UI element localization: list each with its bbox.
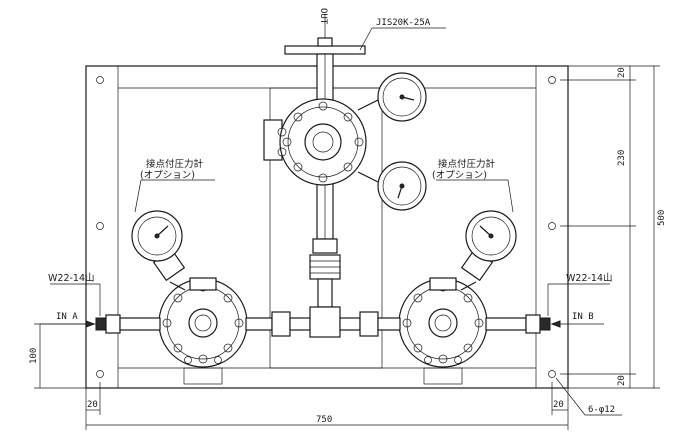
- horizontal-piping: [95, 306, 551, 338]
- mounting-hole: [96, 76, 104, 84]
- dim-hole-pitch: 230: [617, 150, 627, 166]
- central-regulator: [263, 98, 367, 186]
- right-gauge-title: 接点付圧力計: [438, 158, 496, 170]
- right-gauge-option: (オプション): [432, 170, 487, 181]
- mounting-hole: [96, 222, 104, 230]
- secondary-pressure-gauge: [357, 161, 427, 211]
- left-regulator: [158, 277, 248, 385]
- left-gauge-option: (オプション): [140, 170, 195, 181]
- dim-edge-bottom: 20: [617, 375, 627, 386]
- dim-edge-top: 20: [617, 67, 627, 78]
- left-thread-label: W22-14山: [48, 273, 95, 284]
- dim-inlet-height: 100: [29, 348, 39, 364]
- right-regulator: [398, 277, 488, 385]
- dim-edge-left: 20: [87, 400, 98, 410]
- mounting-holes: [96, 76, 556, 378]
- inlet-b-label: IN B: [572, 312, 594, 322]
- mounting-hole: [548, 76, 556, 84]
- mounting-hole: [548, 370, 556, 378]
- left-contact-gauge: [131, 210, 186, 291]
- outlet-pressure-gauge: [357, 72, 427, 122]
- holes-label: 6-φ12: [588, 405, 615, 415]
- right-thread-label: W22-14山: [566, 273, 613, 284]
- dim-width-total: 750: [316, 415, 332, 425]
- left-gauge-title: 接点付圧力計: [146, 158, 204, 170]
- dim-height-total: 500: [657, 210, 667, 226]
- dim-edge-right: 20: [553, 400, 564, 410]
- mounting-hole: [548, 222, 556, 230]
- inlet-a-label: IN A: [56, 312, 78, 322]
- flange-spec-label: JIS20K-25A: [376, 18, 431, 28]
- out-label: OUT: [318, 8, 328, 25]
- dimension-lines: [34, 14, 660, 430]
- mounting-hole: [96, 370, 104, 378]
- right-contact-gauge: [460, 210, 517, 291]
